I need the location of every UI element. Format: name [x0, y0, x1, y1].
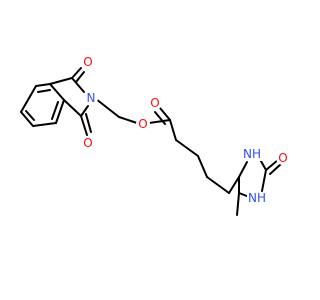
- bond: [20, 85, 37, 113]
- ester-linker: [95, 98, 171, 125]
- imide-carbonyls: [71, 67, 92, 136]
- bond: [265, 159, 279, 171]
- alkyl-chain: [169, 119, 240, 194]
- atom-o-urea: O: [278, 151, 287, 165]
- bond: [95, 98, 120, 118]
- atom-o-ester-single: O: [138, 117, 147, 131]
- benzene-ring: [20, 83, 65, 127]
- bond: [238, 161, 248, 178]
- bond: [148, 119, 171, 124]
- bond: [228, 176, 240, 194]
- bond: [63, 99, 82, 117]
- atom-o-top: O: [83, 55, 92, 69]
- bond: [197, 155, 208, 178]
- bond: [55, 99, 65, 124]
- bond: [49, 83, 65, 101]
- bond: [32, 122, 57, 127]
- bond: [261, 169, 267, 192]
- bond: [80, 105, 89, 117]
- bond: [80, 115, 88, 136]
- bond: [154, 111, 166, 125]
- bond: [35, 83, 51, 87]
- bond: [118, 116, 138, 124]
- bond: [71, 77, 85, 93]
- atom-labels: O N O O O NH O NH: [81, 55, 290, 205]
- bond: [37, 89, 51, 93]
- atom-o-ester-carbonyl: O: [150, 96, 159, 110]
- atom-nh-top: NH: [243, 147, 261, 161]
- atom-nh-bottom: NH: [248, 191, 266, 205]
- bond: [169, 119, 177, 141]
- imidazolidinone-ring: [236, 153, 267, 216]
- bond: [85, 113, 92, 133]
- bond: [71, 67, 82, 79]
- imide-ring: [49, 77, 89, 117]
- bond: [49, 77, 73, 85]
- molecule-structure: O N O O O NH O NH: [20, 55, 290, 216]
- bond: [25, 110, 35, 121]
- atom-n-phthalimide: N: [87, 91, 96, 105]
- bond: [175, 139, 199, 157]
- urea-carbonyl: [265, 159, 282, 175]
- bond: [236, 192, 240, 216]
- bond: [269, 163, 282, 175]
- bond: [159, 107, 171, 121]
- bond: [75, 71, 85, 83]
- bond: [206, 176, 230, 194]
- bond: [51, 101, 59, 120]
- atom-o-bottom: O: [83, 136, 92, 150]
- bond: [20, 111, 34, 127]
